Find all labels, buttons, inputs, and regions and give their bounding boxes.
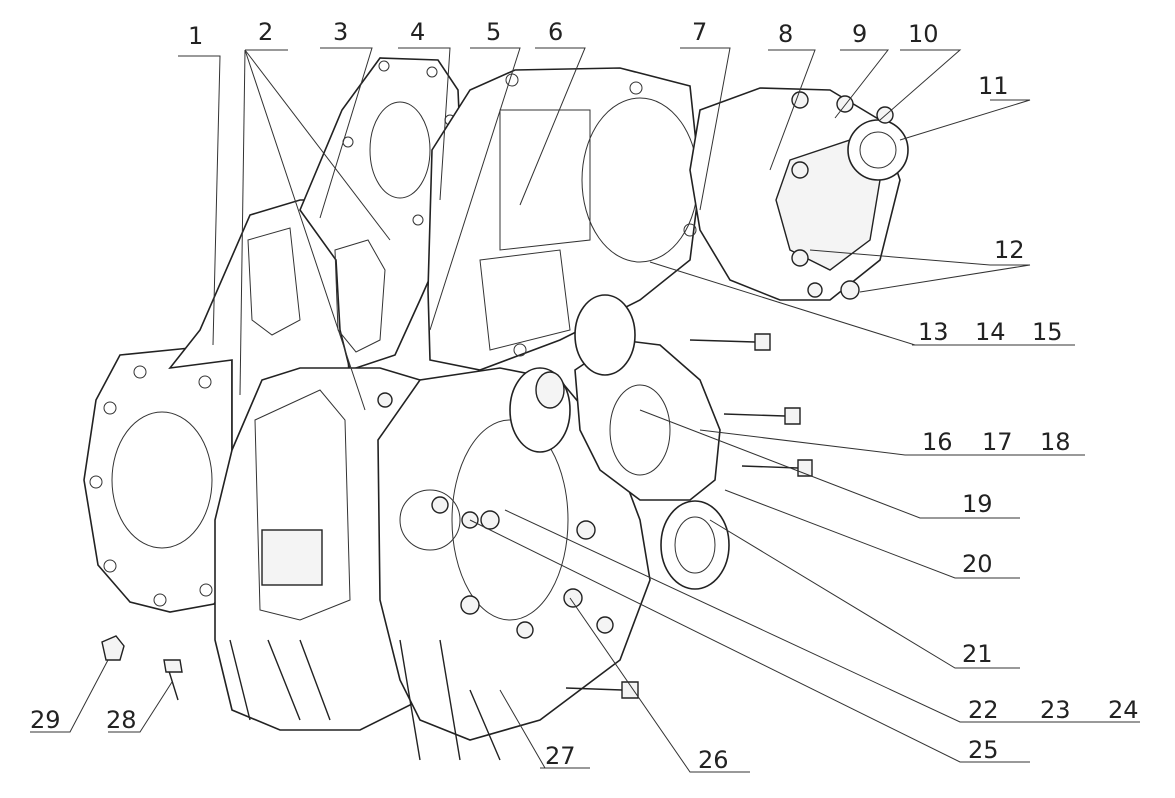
callout-20: 20: [962, 550, 993, 578]
callout-25: 25: [968, 736, 999, 764]
callout-27: 27: [545, 742, 576, 770]
callout-6: 6: [548, 18, 563, 46]
callout-10: 10: [908, 20, 939, 48]
timing-case-upper: [427, 67, 701, 371]
callout-22: 22: [968, 696, 999, 724]
callout-26: 26: [698, 746, 729, 774]
callout-labels: 1 2 3 4 5 6 7 8 9 10 11 12 13 14 15 16 1…: [30, 18, 1139, 774]
callout-21: 21: [962, 640, 993, 668]
callout-16: 16: [922, 428, 953, 456]
gasket-plate: [83, 347, 233, 613]
callout-24: 24: [1108, 696, 1139, 724]
callout-17: 17: [982, 428, 1013, 456]
callout-28: 28: [106, 706, 137, 734]
callout-4: 4: [410, 18, 425, 46]
callout-15: 15: [1032, 318, 1063, 346]
callout-29: 29: [30, 706, 61, 734]
callout-8: 8: [778, 20, 793, 48]
callout-9: 9: [852, 20, 867, 48]
callout-1: 1: [188, 22, 203, 50]
pump-housing-cover: [689, 87, 909, 301]
callout-3: 3: [333, 18, 348, 46]
callout-2: 2: [258, 18, 273, 46]
loose-bolts: [101, 333, 813, 701]
leader-lines: [30, 47, 1140, 773]
callout-23: 23: [1040, 696, 1071, 724]
callout-19: 19: [962, 490, 993, 518]
callout-underlines: [180, 55, 1140, 773]
pulley-hub-assembly: [509, 294, 730, 590]
callout-18: 18: [1040, 428, 1071, 456]
callout-11: 11: [978, 72, 1009, 100]
callout-13: 13: [918, 318, 949, 346]
callout-5: 5: [486, 18, 501, 46]
callout-12: 12: [994, 236, 1025, 264]
callout-7: 7: [692, 18, 707, 46]
callout-14: 14: [975, 318, 1006, 346]
